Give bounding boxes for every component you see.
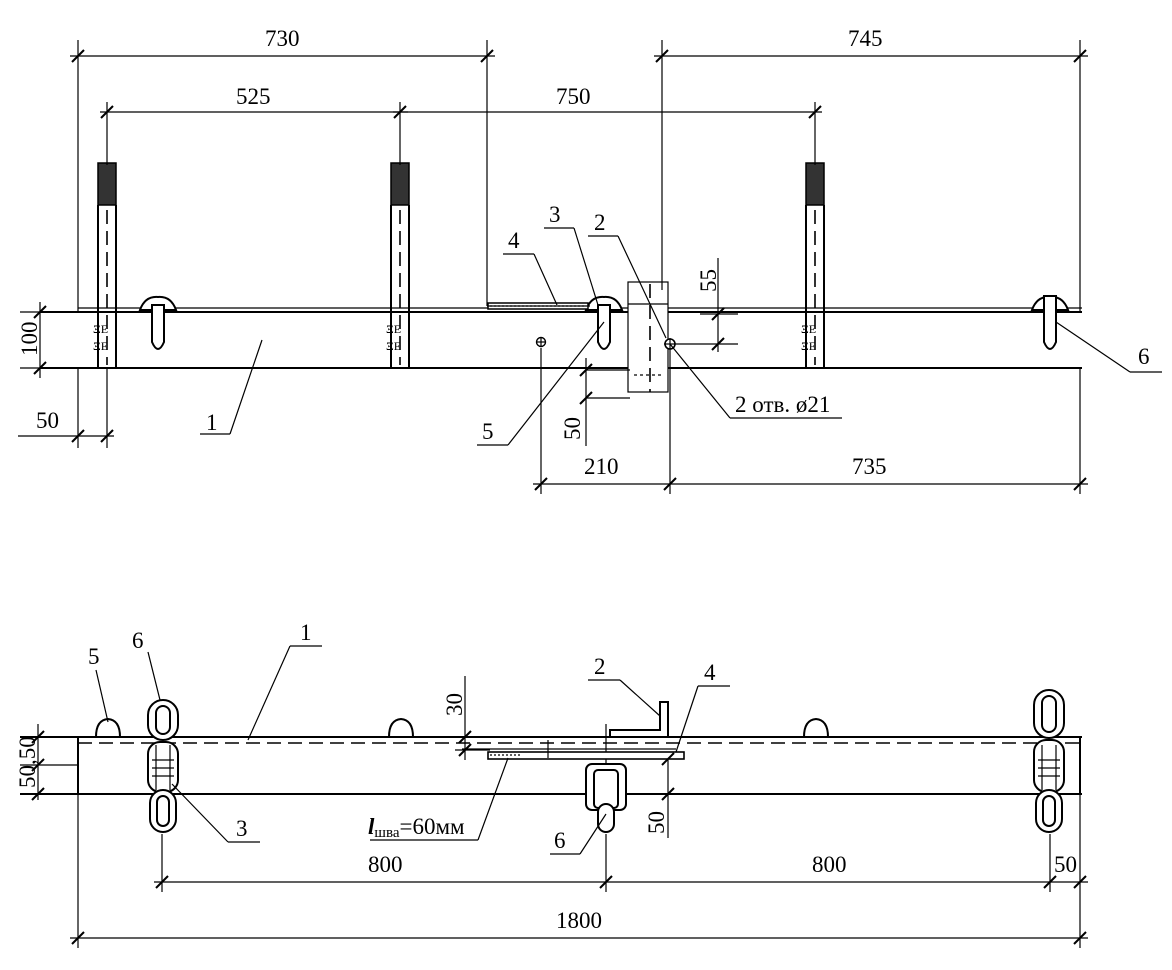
- weld-note-rest: =60мм: [399, 814, 465, 839]
- dim-30: 30: [442, 676, 490, 760]
- post-middle: ΞΕ ΞΕ: [386, 162, 410, 368]
- callout-1-bottom: 1: [247, 620, 322, 741]
- callout-1-top-label: 1: [206, 410, 218, 435]
- dim-735-label: 735: [852, 454, 887, 479]
- callout-5-top: 5: [477, 321, 605, 446]
- dim-730-label: 730: [265, 26, 300, 51]
- callout-5-bottom-label: 5: [88, 644, 100, 669]
- dim-50-left: 50: [18, 368, 114, 448]
- dim-1800: 1800: [70, 794, 1088, 948]
- chain-right: [1033, 689, 1065, 833]
- dim-50-right-bottom: 50: [640, 752, 680, 838]
- dim-50-bottom-label: 50: [560, 417, 585, 440]
- callout-4-top: 4: [503, 228, 558, 306]
- angle-bracket-bottom: [609, 701, 669, 738]
- splice-plate-bottom: [462, 740, 685, 760]
- dim-525: 525: [100, 84, 408, 165]
- callout-2-bottom-label: 2: [594, 654, 606, 679]
- callout-4-bottom: 4: [675, 660, 730, 753]
- shackle-left-top: [138, 295, 178, 350]
- nut-right: [802, 717, 830, 738]
- dim-50-bottom: 50: [560, 358, 630, 446]
- callout-5-top-label: 5: [482, 419, 494, 444]
- callout-1-bottom-label: 1: [300, 620, 312, 645]
- dim-525-label: 525: [236, 84, 271, 109]
- callout-4-top-label: 4: [508, 228, 520, 253]
- dim-50-left-label: 50: [36, 408, 59, 433]
- callout-6b-bottom-label: 6: [554, 828, 566, 853]
- dim-55: 55: [676, 258, 738, 352]
- weld-note-sub: шва: [374, 825, 399, 841]
- svg-text:ΞΕ: ΞΕ: [801, 339, 816, 353]
- hole-note-label: 2 отв. ø21: [735, 392, 830, 417]
- dim-800b-label: 800: [812, 852, 847, 877]
- hole-mark-1: [535, 336, 547, 348]
- weld-note: lшва=60мм: [368, 814, 465, 841]
- bottom-view: 30 50,50 50 800 800: [15, 620, 1088, 948]
- dim-50-end-label: 50: [1054, 852, 1077, 877]
- callout-2-bottom: 2: [588, 654, 661, 717]
- dim-750: 750: [393, 84, 822, 165]
- callout-weld: lшва=60мм: [368, 757, 509, 841]
- dim-800-800-50: 800 800 50: [154, 794, 1088, 948]
- dim-745: 745: [654, 26, 1088, 312]
- shackle-right-top: [1030, 295, 1070, 350]
- callout-5-bottom: 5: [88, 644, 109, 723]
- callout-2-top: 2: [588, 210, 667, 339]
- callout-3-top-label: 3: [549, 202, 561, 227]
- callout-6a-bottom-label: 6: [132, 628, 144, 653]
- callout-6-top-label: 6: [1138, 344, 1150, 369]
- dim-50-50: 50,50: [15, 724, 45, 801]
- callout-3-top: 3: [544, 202, 599, 306]
- nut-middle: [387, 717, 415, 738]
- svg-text:ΞΕ: ΞΕ: [386, 339, 401, 353]
- weld-note-l: l: [368, 814, 375, 839]
- dim-30-label: 30: [442, 693, 467, 716]
- svg-text:ΞΕ: ΞΕ: [801, 322, 816, 336]
- dim-210-label: 210: [584, 454, 619, 479]
- callout-holes: 2 отв. ø21: [669, 343, 842, 419]
- weld-hatch-right: [1038, 759, 1060, 777]
- dim-800a-label: 800: [368, 852, 403, 877]
- callout-3-bottom: 3: [171, 783, 260, 843]
- post-right: ΞΕ ΞΕ: [801, 162, 825, 368]
- dim-55-label: 55: [696, 269, 721, 292]
- beam-bottom: [20, 736, 1082, 795]
- weld-hatch-left: [152, 759, 174, 777]
- shackle-center-top: [584, 295, 624, 350]
- dim-100: 100: [17, 302, 78, 378]
- chain-left: [147, 699, 179, 833]
- callout-4-bottom-label: 4: [704, 660, 716, 685]
- callout-6-bottom-left: 6: [132, 628, 161, 701]
- nut-left: [94, 717, 122, 738]
- callout-6-top: 6: [1055, 321, 1162, 373]
- shackle-center-bottom: [585, 724, 627, 833]
- svg-text:ΞΕ: ΞΕ: [93, 322, 108, 336]
- dim-750-label: 750: [556, 84, 591, 109]
- callout-6-bottom-center: 6: [550, 813, 607, 855]
- top-view: ΞΕ ΞΕ ΞΕ ΞΕ ΞΕ ΞΕ: [17, 26, 1162, 494]
- svg-text:ΞΕ: ΞΕ: [93, 339, 108, 353]
- callout-1-top: 1: [200, 339, 263, 435]
- callout-3-bottom-label: 3: [236, 816, 248, 841]
- beam-top: [40, 307, 1082, 369]
- svg-text:ΞΕ: ΞΕ: [386, 322, 401, 336]
- dim-50-right-label: 50: [644, 811, 669, 834]
- callout-2-top-label: 2: [594, 210, 606, 235]
- dim-50-50-label: 50,50: [15, 736, 40, 788]
- dim-745-label: 745: [848, 26, 883, 51]
- dim-730: 730: [70, 26, 590, 312]
- post-left: ΞΕ ΞΕ: [93, 162, 117, 368]
- dim-210-735: 210 735: [533, 348, 1088, 494]
- dim-1800-label: 1800: [556, 908, 602, 933]
- dim-100-label: 100: [17, 322, 42, 357]
